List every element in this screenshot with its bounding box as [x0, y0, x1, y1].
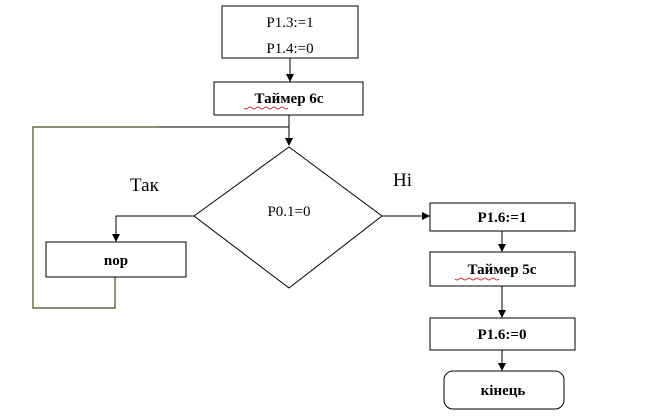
init-box — [221, 5, 359, 59]
clear-p16-box — [429, 317, 576, 351]
branch-no-label: Ні — [393, 170, 412, 191]
arrowhead-set-p16-to-timer5 — [498, 244, 506, 252]
decision-label: P0.1=0 — [267, 204, 310, 220]
arrow-decision-to-nop — [115, 215, 194, 236]
decision-block: P0.1=0 — [193, 146, 383, 289]
timer6-spellcheck-underline — [243, 106, 289, 110]
arrowhead-decision-to-set-p16 — [422, 212, 430, 220]
arrowhead-init-to-timer6 — [286, 74, 294, 82]
nop-block: nop — [45, 241, 187, 278]
timer6-box — [213, 81, 364, 116]
set-p16-label: P1.6:=1 — [478, 210, 527, 226]
timer5-label: Таймер 5с — [468, 262, 537, 278]
decision-diamond — [193, 146, 383, 289]
timer5-box — [429, 251, 576, 287]
end-terminator — [443, 370, 565, 410]
clear-p16-block: P1.6:=0 — [429, 317, 576, 351]
init-block: P1.3:=1 P1.4:=0 — [221, 5, 359, 59]
end-label: кінець — [481, 383, 526, 399]
end-block: кінець — [443, 370, 565, 410]
timer6-label: Таймер 6с — [255, 91, 324, 107]
nop-box — [45, 241, 187, 278]
arrowhead-clear-p16-to-end — [498, 363, 506, 371]
timer5-spellcheck-underline — [454, 277, 500, 281]
nop-label: nop — [104, 253, 128, 269]
branch-yes-label: Так — [130, 175, 160, 196]
arrowhead-timer5-to-clear-p16 — [498, 310, 506, 318]
set-p16-block: P1.6:=1 — [429, 202, 576, 232]
init-line-2: P1.4:=0 — [266, 41, 313, 57]
arrowhead-decision-to-nop — [112, 234, 120, 242]
set-p16-box — [429, 202, 576, 232]
arrowhead-timer6-to-decision — [285, 138, 293, 146]
init-line-1: P1.3:=1 — [266, 15, 313, 31]
timer5-block: Таймер 5с — [429, 251, 576, 287]
clear-p16-label: P1.6:=0 — [478, 327, 527, 343]
timer6-block: Таймер 6с — [213, 81, 364, 116]
loop-back-line — [32, 126, 158, 309]
